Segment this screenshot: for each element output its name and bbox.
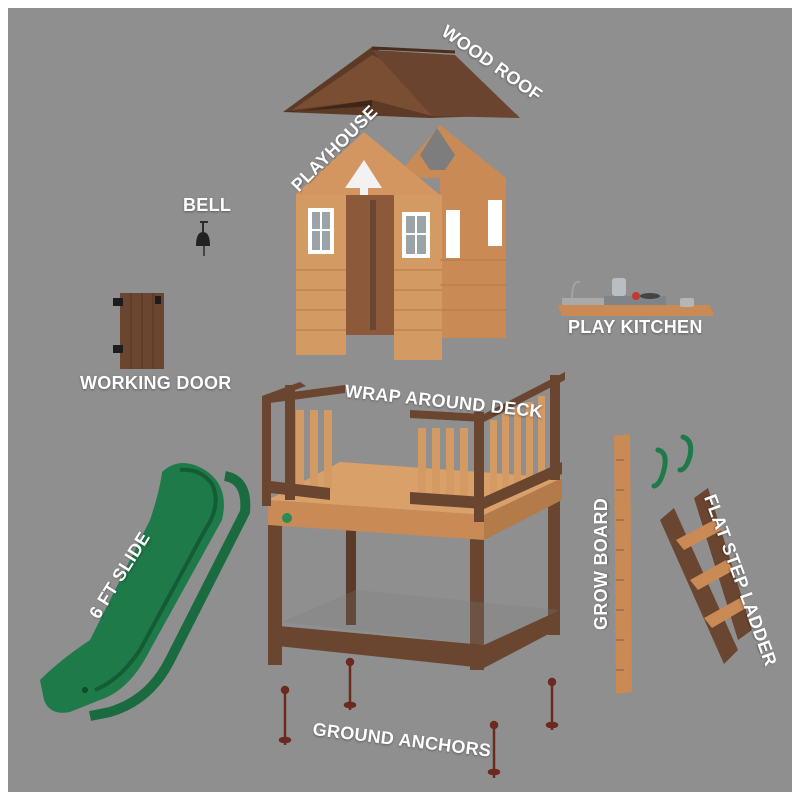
- bell-icon: [196, 221, 210, 256]
- playhouse-icon: [295, 125, 506, 360]
- handle-icon: [651, 434, 694, 489]
- label-grow-board: GROW BOARD: [591, 498, 611, 630]
- kitchen-icon: [558, 278, 714, 316]
- ladder-icon: [660, 488, 752, 664]
- door-icon: [113, 293, 164, 369]
- label-bell: BELL: [183, 195, 232, 215]
- label-play-kitchen: PLAY KITCHEN: [568, 317, 703, 337]
- deck-icon: [262, 372, 565, 670]
- grow-board-icon: [614, 434, 632, 694]
- slide-icon: [40, 462, 251, 721]
- label-working-door: WORKING DOOR: [80, 373, 232, 393]
- anchor-icon: [278, 657, 559, 778]
- wood-roof-icon: [283, 46, 520, 118]
